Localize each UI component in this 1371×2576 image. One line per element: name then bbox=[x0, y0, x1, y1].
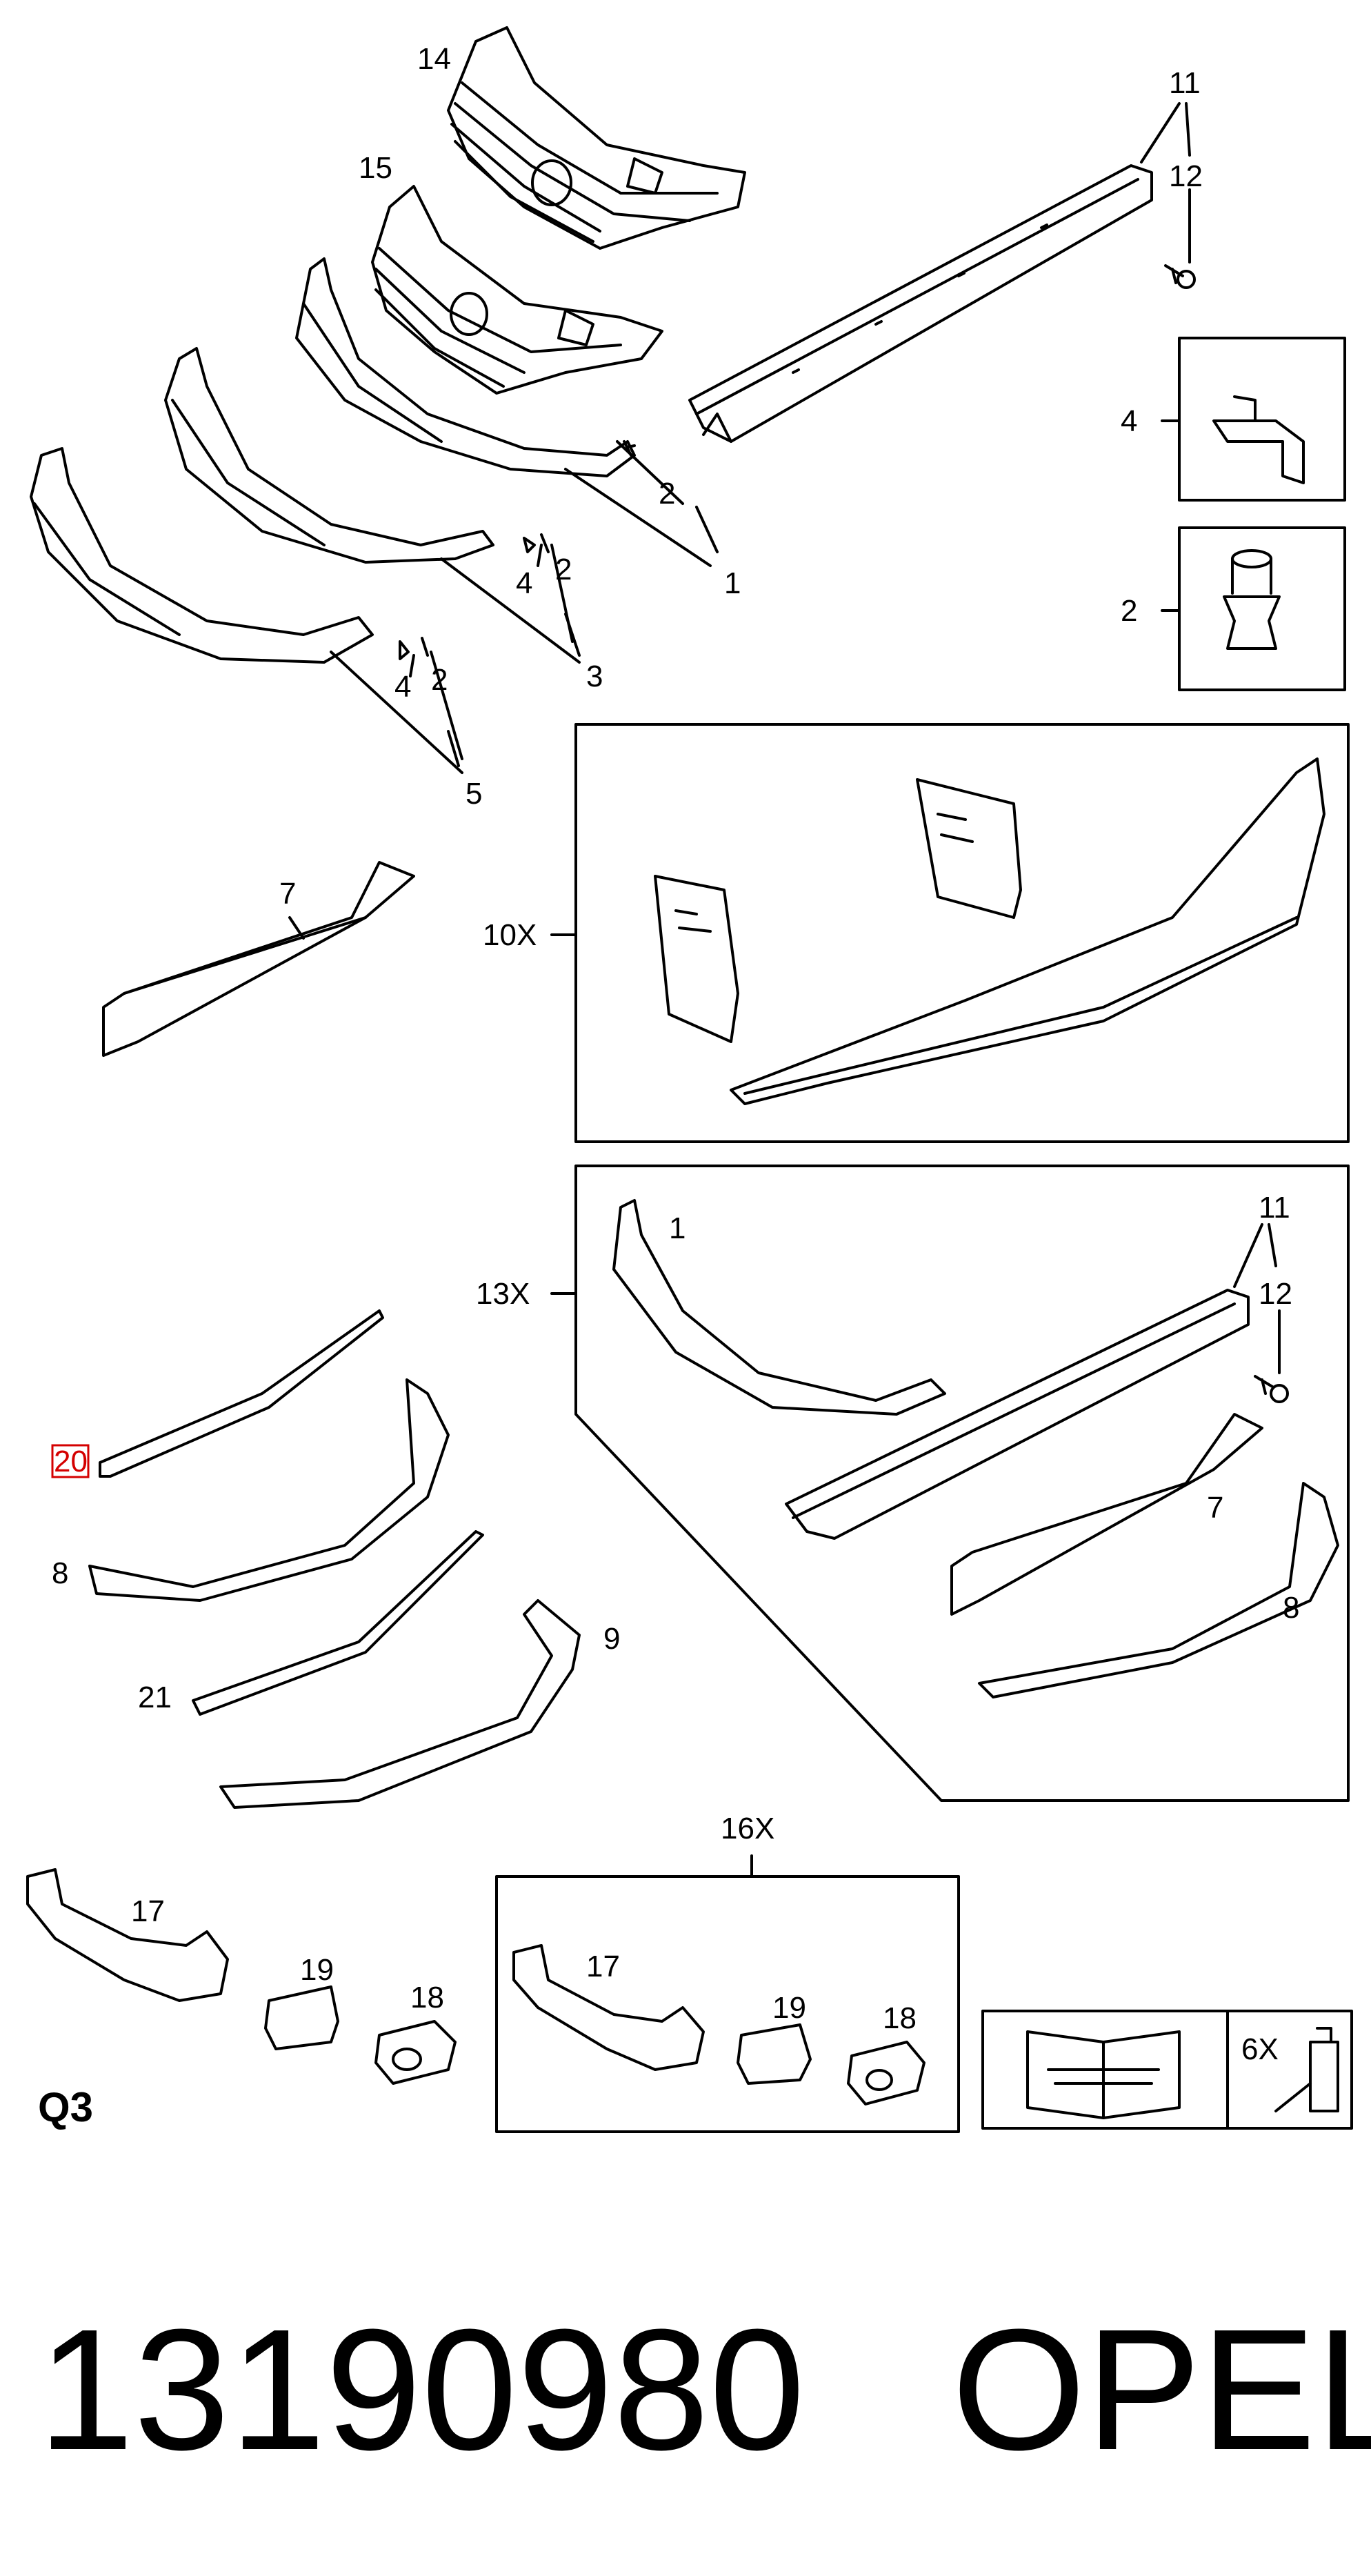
kit-rocker-part-11 bbox=[785, 1223, 1281, 1540]
trim-part-3 bbox=[164, 347, 494, 564]
leader-lines bbox=[330, 440, 719, 774]
brand-name: OPEL bbox=[952, 2293, 1371, 2486]
trim-part-8 bbox=[88, 1378, 450, 1602]
callout-12: 12 bbox=[1169, 159, 1203, 193]
kit-spoiler-part-7 bbox=[950, 1413, 1263, 1616]
manual-book-icon bbox=[1026, 2030, 1181, 2119]
callout-18-kit: 18 bbox=[883, 2001, 917, 2035]
callout-2: 2 bbox=[1121, 594, 1137, 628]
trim-part-1 bbox=[295, 257, 636, 477]
handle-part-17 bbox=[26, 1868, 229, 2002]
kit-trim-part-8 bbox=[978, 1482, 1339, 1698]
callout-13x: 13X bbox=[476, 1277, 530, 1311]
trim-part-5 bbox=[30, 447, 374, 664]
grille-part-14 bbox=[447, 26, 746, 250]
callout-2-trim-5: 2 bbox=[431, 663, 448, 697]
manual-box bbox=[981, 2010, 1353, 2130]
callout-12-kit: 12 bbox=[1259, 1277, 1292, 1311]
callout-8-kit: 8 bbox=[1283, 1591, 1299, 1625]
callout-3: 3 bbox=[586, 660, 603, 693]
kit-box-13x bbox=[574, 1165, 1350, 1802]
callout-14: 14 bbox=[417, 42, 451, 76]
callout-8: 8 bbox=[52, 1556, 68, 1590]
kit-box-16x bbox=[495, 1875, 960, 2133]
callout-11-kit: 11 bbox=[1259, 1191, 1290, 1225]
callout-5: 5 bbox=[466, 777, 482, 811]
callout-6x: 6X bbox=[1241, 2032, 1279, 2066]
callout-21: 21 bbox=[138, 1681, 172, 1714]
moulding-part-20 bbox=[99, 1309, 384, 1478]
leader-line-7 bbox=[288, 916, 305, 940]
kit-handle-part-17 bbox=[512, 1944, 705, 2071]
highlight-box-20 bbox=[51, 1444, 90, 1478]
rear-spoiler-part-10 bbox=[730, 757, 1325, 1105]
callout-4: 4 bbox=[1121, 404, 1137, 438]
callout-16x: 16X bbox=[721, 1812, 774, 1845]
callout-7: 7 bbox=[279, 877, 296, 911]
instruction-sheet-icon bbox=[654, 778, 1022, 1043]
callout-2-trim-1: 2 bbox=[659, 477, 675, 511]
callout-2-trim-3: 2 bbox=[555, 553, 572, 586]
moulding-part-21 bbox=[192, 1530, 484, 1716]
spoiler-part-7 bbox=[102, 861, 415, 1057]
callout-20: 20 bbox=[54, 1445, 88, 1478]
push-clip-icon bbox=[1223, 549, 1281, 650]
screw-icon bbox=[1254, 1375, 1289, 1403]
kit-trim-part-1 bbox=[612, 1199, 946, 1416]
callout-17: 17 bbox=[131, 1894, 165, 1928]
trim-part-9 bbox=[219, 1599, 581, 1809]
callout-19-kit: 19 bbox=[772, 1991, 806, 2025]
glue-bottle-icon bbox=[1274, 2027, 1339, 2112]
callout-1: 1 bbox=[724, 566, 741, 600]
cap-part-18 bbox=[374, 2020, 457, 2085]
part-number: 13190980 bbox=[38, 2293, 805, 2486]
callout-4-trim-3: 4 bbox=[516, 566, 532, 600]
detail-box-2 bbox=[1178, 526, 1346, 691]
callout-17-kit: 17 bbox=[586, 1950, 620, 1983]
callout-1-kit: 1 bbox=[669, 1211, 686, 1245]
callout-10x: 10X bbox=[483, 918, 537, 952]
kit-cap-part-18 bbox=[847, 2041, 925, 2106]
callout-18: 18 bbox=[410, 1981, 444, 2014]
callout-15: 15 bbox=[359, 151, 392, 185]
detail-box-4 bbox=[1178, 337, 1346, 502]
callout-4-trim-5: 4 bbox=[394, 670, 411, 704]
rocker-panel-part-11 bbox=[688, 102, 1191, 443]
section-label: Q3 bbox=[38, 2084, 93, 2130]
grille-part-15 bbox=[371, 185, 663, 395]
screw-icon bbox=[1164, 264, 1196, 289]
callout-19: 19 bbox=[300, 1953, 334, 1987]
kit-box-10x bbox=[574, 723, 1350, 1143]
callout-11: 11 bbox=[1169, 66, 1201, 100]
callout-9: 9 bbox=[603, 1622, 620, 1656]
callout-7-kit: 7 bbox=[1207, 1491, 1223, 1525]
bracket-icon bbox=[1212, 395, 1305, 484]
cap-part-19 bbox=[264, 1985, 339, 2050]
kit-cap-part-19 bbox=[737, 2023, 812, 2085]
